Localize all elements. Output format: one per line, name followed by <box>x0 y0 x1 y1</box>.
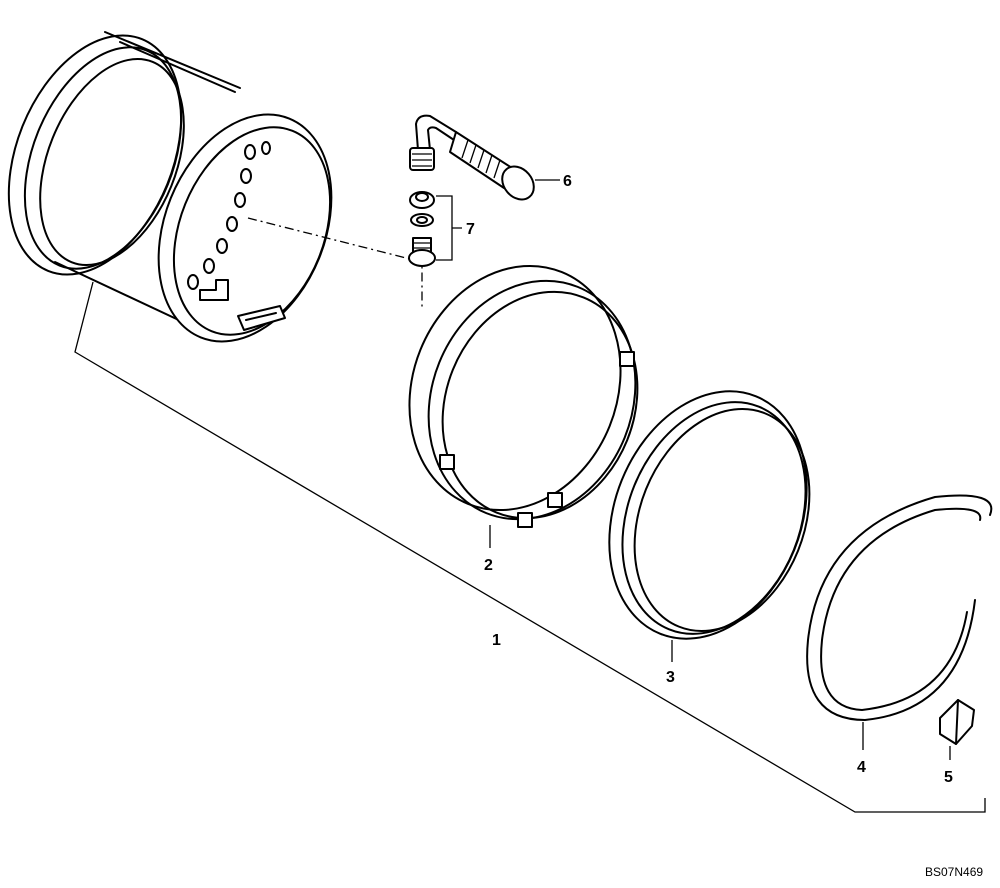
wheel-rim <box>7 31 333 343</box>
callout-4: 4 <box>857 759 866 776</box>
nut-washer-set-part-7 <box>408 191 462 267</box>
valve-elbow-part-6 <box>409 114 560 201</box>
split-ring-part-4 <box>806 494 993 750</box>
callout-3: 3 <box>666 669 675 686</box>
side-ring-part-3 <box>608 390 811 662</box>
drawing-reference: BS07N469 <box>925 865 983 879</box>
callout-2: 2 <box>484 557 493 574</box>
callout-7: 7 <box>466 221 475 238</box>
callout-6: 6 <box>563 173 572 190</box>
block-part-5 <box>939 699 975 760</box>
callout-5: 5 <box>944 769 953 786</box>
leader-part-1 <box>74 281 986 813</box>
lock-ring-part-2 <box>408 264 639 548</box>
callout-1: 1 <box>492 632 501 649</box>
